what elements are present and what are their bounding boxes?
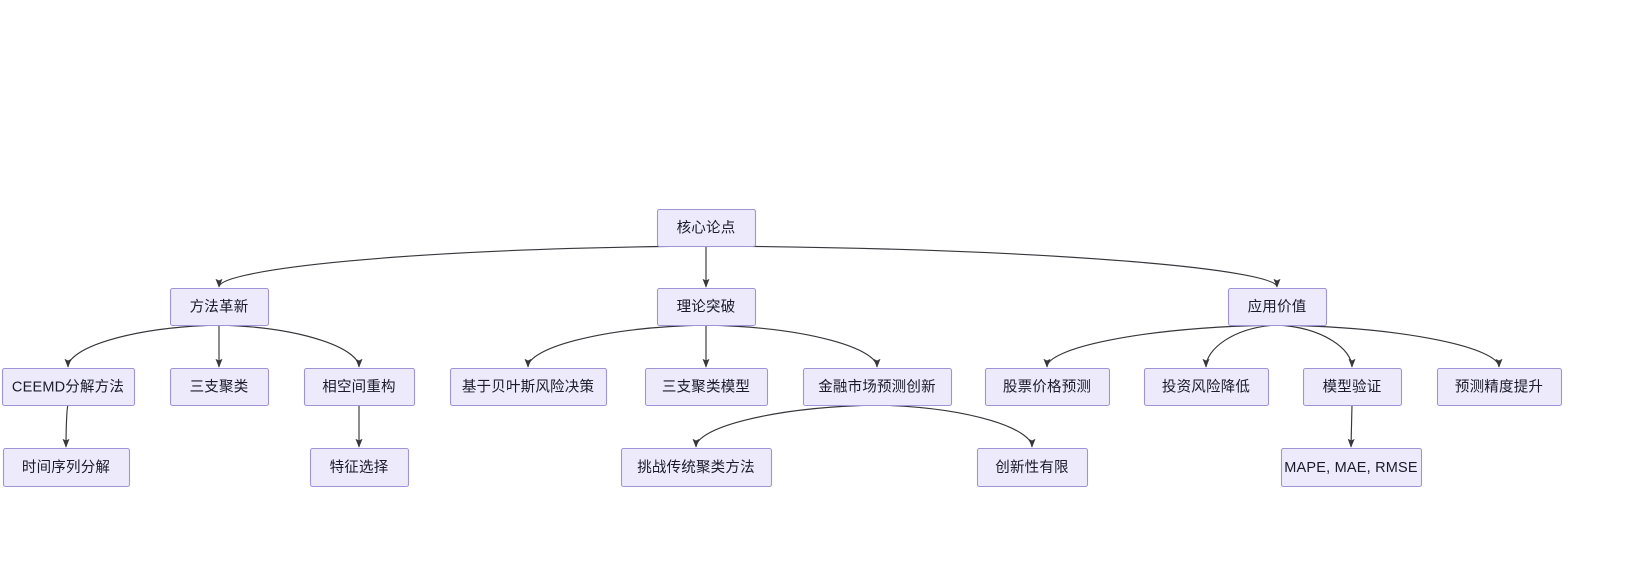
node-finance[interactable]: 金融市场预测创新 <box>802 367 953 407</box>
node-box <box>644 367 769 407</box>
node-label: 预测精度提升 <box>1455 378 1543 395</box>
node-box <box>984 367 1111 407</box>
node-featureselect[interactable]: 特征选择 <box>309 447 410 488</box>
edge-n_application-to-n_accuracy <box>1276 324 1503 368</box>
edges-layer <box>62 245 1503 448</box>
node-label: 挑战传统聚类方法 <box>637 459 755 476</box>
node-box <box>169 287 270 327</box>
node-label: 三支聚类 <box>190 378 249 395</box>
node-label: 应用价值 <box>1248 297 1307 315</box>
node-box <box>976 447 1089 488</box>
node-label: 投资风险降低 <box>1162 378 1250 395</box>
node-label: 三支聚类模型 <box>662 378 750 395</box>
edge-n_root-to-n_method <box>215 245 707 288</box>
node-label: 创新性有限 <box>995 459 1069 476</box>
edge-n_application-to-n_validation <box>1276 324 1356 368</box>
edge-n_application-to-n_riskreduce <box>1202 324 1278 368</box>
edge-n_root-to-n_application <box>705 245 1281 288</box>
node-box <box>1 367 136 407</box>
node-validation[interactable]: 模型验证 <box>1302 367 1403 407</box>
node-label: 金融市场预测创新 <box>818 378 936 395</box>
node-box <box>309 447 410 488</box>
node-metrics[interactable]: MAPE, MAE, RMSE <box>1280 447 1423 488</box>
node-theory[interactable]: 理论突破 <box>656 287 757 327</box>
node-label: 股票价格预测 <box>1003 378 1091 395</box>
node-box <box>1143 367 1270 407</box>
node-box <box>620 447 773 488</box>
node-riskreduce[interactable]: 投资风险降低 <box>1143 367 1270 407</box>
node-label: 相空间重构 <box>322 378 396 395</box>
node-box <box>656 287 757 327</box>
node-box <box>1302 367 1403 407</box>
node-label: CEEMD分解方法 <box>12 378 124 395</box>
node-label: 模型验证 <box>1323 378 1382 395</box>
edge-n_method-to-n_ceemd <box>64 324 220 368</box>
node-ceemd[interactable]: CEEMD分解方法 <box>1 367 136 407</box>
node-label: 特征选择 <box>330 459 389 476</box>
edge-n_validation-to-n_metrics <box>1347 404 1355 448</box>
node-label: 理论突破 <box>677 298 736 315</box>
node-box <box>169 367 270 407</box>
node-label: 时间序列分解 <box>22 459 110 476</box>
node-accuracy[interactable]: 预测精度提升 <box>1436 367 1563 407</box>
node-decompose[interactable]: 时间序列分解 <box>2 447 131 488</box>
node-box <box>1227 287 1328 327</box>
edge-n_ceemd-to-n_decompose <box>62 404 70 448</box>
node-stockprice[interactable]: 股票价格预测 <box>984 367 1111 407</box>
node-box <box>2 447 131 488</box>
node-label: MAPE, MAE, RMSE <box>1284 460 1418 476</box>
node-box <box>449 367 608 407</box>
edge-n_method-to-n_phasespace <box>218 324 363 368</box>
node-box <box>1280 447 1423 488</box>
node-label: 核心论点 <box>677 219 736 236</box>
edge-n_finance-to-n_limited <box>876 404 1036 448</box>
node-box <box>303 367 416 407</box>
edge-n_theory-to-n_finance <box>705 324 881 368</box>
node-label: 方法革新 <box>190 298 249 315</box>
node-threeway_model[interactable]: 三支聚类模型 <box>644 367 769 407</box>
node-label: 基于贝叶斯风险决策 <box>462 378 595 395</box>
node-box <box>802 367 953 407</box>
node-root[interactable]: 核心论点 <box>656 208 757 248</box>
edge-n_theory-to-n_bayes <box>524 324 707 368</box>
node-box <box>1436 367 1563 407</box>
node-box <box>656 208 757 248</box>
node-threeway[interactable]: 三支聚类 <box>169 367 270 407</box>
edge-n_finance-to-n_challenge <box>692 404 878 448</box>
node-limited[interactable]: 创新性有限 <box>976 447 1089 488</box>
node-challenge[interactable]: 挑战传统聚类方法 <box>620 447 773 488</box>
node-application[interactable]: 应用价值 <box>1227 287 1328 327</box>
node-method[interactable]: 方法革新 <box>169 287 270 327</box>
edge-n_application-to-n_stockprice <box>1043 324 1278 368</box>
node-bayes[interactable]: 基于贝叶斯风险决策 <box>449 367 608 407</box>
node-phasespace[interactable]: 相空间重构 <box>303 367 416 407</box>
